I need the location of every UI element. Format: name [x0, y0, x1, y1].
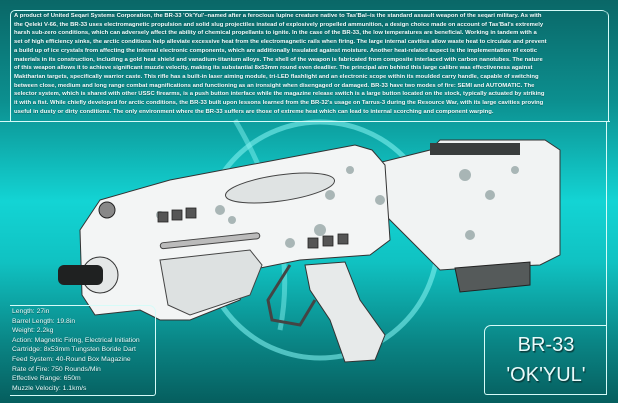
description-line: Maktharian targets, specifically warrior… [14, 73, 539, 80]
stock-vent [430, 143, 520, 155]
pistol-grip [304, 261, 386, 363]
frame-right-line [606, 121, 607, 395]
spec-effective-range: Effective Range: 650m [12, 375, 81, 383]
description-line: between close, medium and long range com… [14, 82, 535, 89]
description-line: harsh sub-zero conditions, which can adv… [14, 30, 537, 37]
description-line: set of high efficiency sinks, the arctic… [14, 39, 547, 46]
spec-feed-system: Feed System: 40-Round Box Magazine [12, 356, 131, 363]
spec-rate-of-fire: Rate of Fire: 750 Rounds/Min [12, 365, 101, 373]
spec-muzzle-velocity: Muzzle Velocity: 1.1km/s [12, 384, 87, 392]
description-line: of this weapon allows it to achieve sign… [14, 65, 533, 72]
spec-weight: Weight: 2.2kg [12, 327, 54, 335]
carry-handle-opening [225, 172, 335, 204]
description-line: useful in dusty or dirty conditions. The… [14, 108, 494, 115]
description-line: A product of United Seqari Systems Corpo… [14, 13, 542, 19]
specs-panel: Length: 27in Barrel Length: 19.8in Weigh… [10, 305, 156, 396]
foregrip [159, 249, 263, 316]
description-line: materials in its construction, including… [14, 56, 543, 63]
description-panel: A product of United Seqari Systems Corpo… [10, 10, 609, 122]
spec-cartridge: Cartridge: 8x53mm Tungsten Boride Dart [12, 346, 136, 354]
description-line: it with a fist. While chiefly developed … [14, 100, 544, 106]
divider-line [0, 121, 610, 122]
selector-buttons [157, 207, 349, 249]
spec-length: Length: 27in [12, 308, 50, 315]
stock-butt-pad [454, 261, 531, 293]
spec-barrel-length: Barrel Length: 19.8in [12, 317, 76, 325]
trigger-guard [266, 264, 317, 327]
title-panel: BR-33 'OK'YUL' [484, 325, 607, 395]
model-name: 'OK'YUL' [506, 364, 586, 386]
charging-slot [159, 232, 261, 250]
description-line: selector system, which is shared with ot… [14, 91, 545, 98]
description-line: the Qeleki V-66, the BR-33 uses electrom… [14, 21, 544, 28]
scope-lens [98, 201, 116, 219]
muzzle-barrel [58, 265, 103, 285]
spec-action: Action: Magnetic Firing, Electrical Init… [12, 336, 140, 344]
description-line: a build up of ice crystals from affectin… [14, 47, 538, 54]
hex-camo [156, 166, 519, 248]
rifle-stock [369, 139, 561, 271]
model-title: BR-33 [517, 334, 575, 356]
